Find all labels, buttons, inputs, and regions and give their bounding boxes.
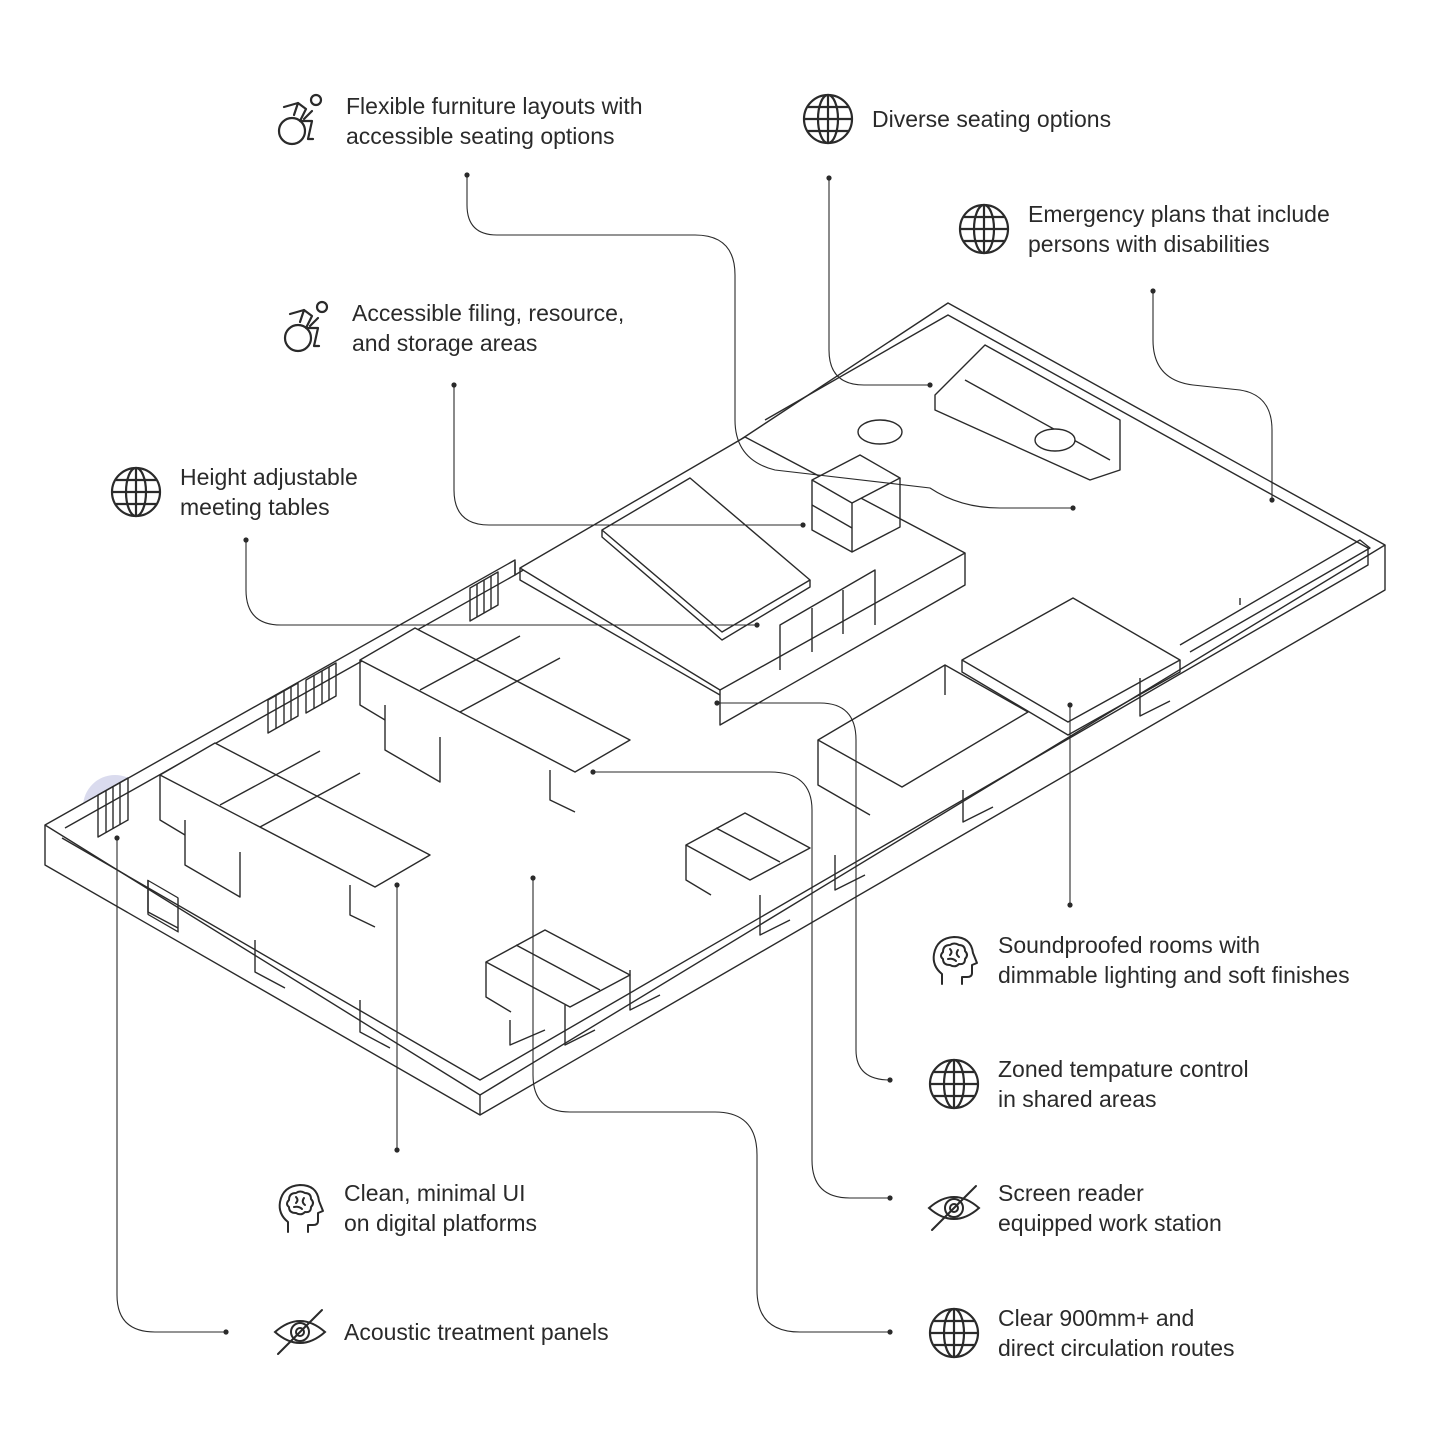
callout-text: Emergency plans that include persons wit… bbox=[1028, 199, 1330, 259]
callout-line: persons with disabilities bbox=[1028, 231, 1270, 257]
callout-text: Screen reader equipped work station bbox=[998, 1178, 1222, 1238]
callout-text: Flexible furniture layouts with accessib… bbox=[346, 91, 643, 151]
leader-dots bbox=[114, 172, 1275, 1335]
globe-icon bbox=[926, 1056, 982, 1112]
acoustic-panel-group bbox=[97, 571, 499, 838]
building-outline bbox=[44, 302, 1386, 1116]
lounge-table bbox=[857, 419, 903, 445]
leader-line-flexible-furniture bbox=[466, 175, 1073, 509]
callout-line: Height adjustable bbox=[180, 464, 358, 490]
brain-head-icon bbox=[272, 1180, 328, 1236]
globe-icon bbox=[956, 201, 1012, 257]
callout-line: Flexible furniture layouts with bbox=[346, 93, 643, 119]
callout-line: Clear 900mm+ and bbox=[998, 1305, 1195, 1331]
kitchen-counter bbox=[1179, 539, 1371, 653]
leader-line-accessible-filing bbox=[453, 385, 803, 526]
desk-cluster bbox=[685, 812, 811, 896]
callout-line: Diverse seating options bbox=[872, 106, 1112, 132]
callout-line: Screen reader bbox=[998, 1180, 1144, 1206]
callout-text: Height adjustable meeting tables bbox=[180, 462, 358, 522]
eye-slash-icon bbox=[926, 1180, 982, 1236]
desk-cluster bbox=[159, 742, 431, 928]
callout-line: Emergency plans that include bbox=[1028, 201, 1330, 227]
callout-zoned-temperature: Zoned tempature control in shared areas bbox=[926, 1054, 1249, 1114]
leader-line-diverse-seating bbox=[828, 178, 930, 386]
sofa bbox=[934, 344, 1121, 481]
eye-slash-icon bbox=[272, 1304, 328, 1360]
callout-text: Acoustic treatment panels bbox=[344, 1317, 609, 1347]
callout-line: and storage areas bbox=[352, 330, 538, 356]
callout-text: Diverse seating options bbox=[872, 104, 1111, 134]
leader-line-screen-reader bbox=[593, 771, 890, 1199]
callout-line: accessible seating options bbox=[346, 123, 615, 149]
window-frames bbox=[147, 678, 1171, 1049]
callout-line: on digital platforms bbox=[344, 1210, 538, 1236]
leader-line-zoned-temperature bbox=[717, 702, 891, 1081]
callout-line: in shared areas bbox=[998, 1086, 1157, 1112]
callout-clean-minimal-ui: Clean, minimal UI on digital platforms bbox=[272, 1178, 537, 1238]
callout-screen-reader: Screen reader equipped work station bbox=[926, 1178, 1222, 1238]
callout-line: Zoned tempature control bbox=[998, 1056, 1249, 1082]
desk-cluster bbox=[359, 627, 631, 813]
globe-icon bbox=[108, 464, 164, 520]
callout-text: Clean, minimal UI on digital platforms bbox=[344, 1178, 537, 1238]
callout-text: Clear 900mm+ and direct circulation rout… bbox=[998, 1303, 1235, 1363]
callout-line: Clean, minimal UI bbox=[344, 1180, 526, 1206]
leader-line-acoustic bbox=[116, 838, 226, 1333]
callout-emergency-plans: Emergency plans that include persons wit… bbox=[956, 199, 1330, 259]
callout-acoustic-panels: Acoustic treatment panels bbox=[272, 1304, 609, 1360]
callout-text: Accessible filing, resource, and storage… bbox=[352, 298, 624, 358]
callout-line: Accessible filing, resource, bbox=[352, 300, 625, 326]
callout-accessible-filing: Accessible filing, resource, and storage… bbox=[280, 298, 624, 358]
callout-line: dimmable lighting and soft finishes bbox=[998, 962, 1350, 988]
wheelchair-icon bbox=[274, 93, 330, 149]
callout-text: Zoned tempature control in shared areas bbox=[998, 1054, 1249, 1114]
globe-icon bbox=[800, 91, 856, 147]
callout-line: meeting tables bbox=[180, 494, 330, 520]
callout-line: Acoustic treatment panels bbox=[344, 1319, 609, 1345]
lounge-table bbox=[1034, 428, 1076, 452]
callout-line: Soundproofed rooms with bbox=[998, 932, 1261, 958]
leader-line-emergency-plans bbox=[1152, 291, 1273, 500]
globe-icon bbox=[926, 1305, 982, 1361]
callout-line: equipped work station bbox=[998, 1210, 1222, 1236]
callout-line: direct circulation routes bbox=[998, 1335, 1235, 1361]
leader-lines bbox=[116, 175, 1273, 1333]
callout-flexible-furniture: Flexible furniture layouts with accessib… bbox=[274, 91, 643, 151]
callout-soundproofed-rooms: Soundproofed rooms with dimmable lightin… bbox=[926, 930, 1350, 990]
leader-line-circulation bbox=[532, 878, 890, 1333]
callout-clear-circulation: Clear 900mm+ and direct circulation rout… bbox=[926, 1303, 1235, 1363]
wheelchair-icon bbox=[280, 300, 336, 356]
callout-height-adjustable: Height adjustable meeting tables bbox=[108, 462, 358, 522]
brain-head-icon bbox=[926, 932, 982, 988]
leader-line-height-adjustable bbox=[245, 540, 757, 626]
callout-diverse-seating: Diverse seating options bbox=[800, 91, 1111, 147]
callout-text: Soundproofed rooms with dimmable lightin… bbox=[998, 930, 1350, 990]
